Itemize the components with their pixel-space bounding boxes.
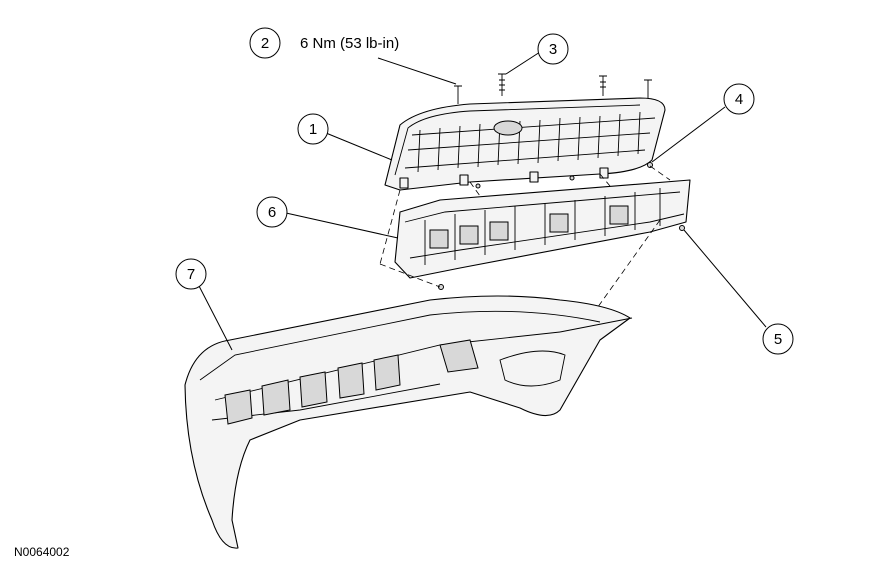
bracket-ribs <box>424 188 661 265</box>
grille <box>384 97 666 191</box>
grille-mesh <box>417 111 641 173</box>
bumper-cover <box>184 295 633 549</box>
callout-4: 4 <box>723 83 755 115</box>
pins <box>438 162 685 290</box>
callout-5: 5 <box>762 323 794 355</box>
callout-1: 1 <box>297 113 329 145</box>
emblem <box>493 120 523 136</box>
svg-text:6: 6 <box>268 204 276 221</box>
callout-3: 3 <box>537 33 569 65</box>
callout-2: 2 <box>249 27 281 59</box>
svg-text:7: 7 <box>187 266 195 283</box>
svg-text:2: 2 <box>261 35 269 52</box>
leader-lines <box>197 51 767 351</box>
callout-6: 6 <box>256 196 288 228</box>
svg-text:1: 1 <box>309 121 317 138</box>
screws <box>454 73 652 104</box>
svg-text:3: 3 <box>549 41 557 58</box>
torque-spec: 6 Nm (53 lb-in) <box>300 35 399 52</box>
svg-text:5: 5 <box>774 331 782 348</box>
grille-bracket <box>394 179 691 279</box>
callout-7: 7 <box>175 258 207 290</box>
figure-id: N0064002 <box>14 545 70 559</box>
bumper-openings <box>224 354 401 425</box>
svg-text:4: 4 <box>735 91 743 108</box>
